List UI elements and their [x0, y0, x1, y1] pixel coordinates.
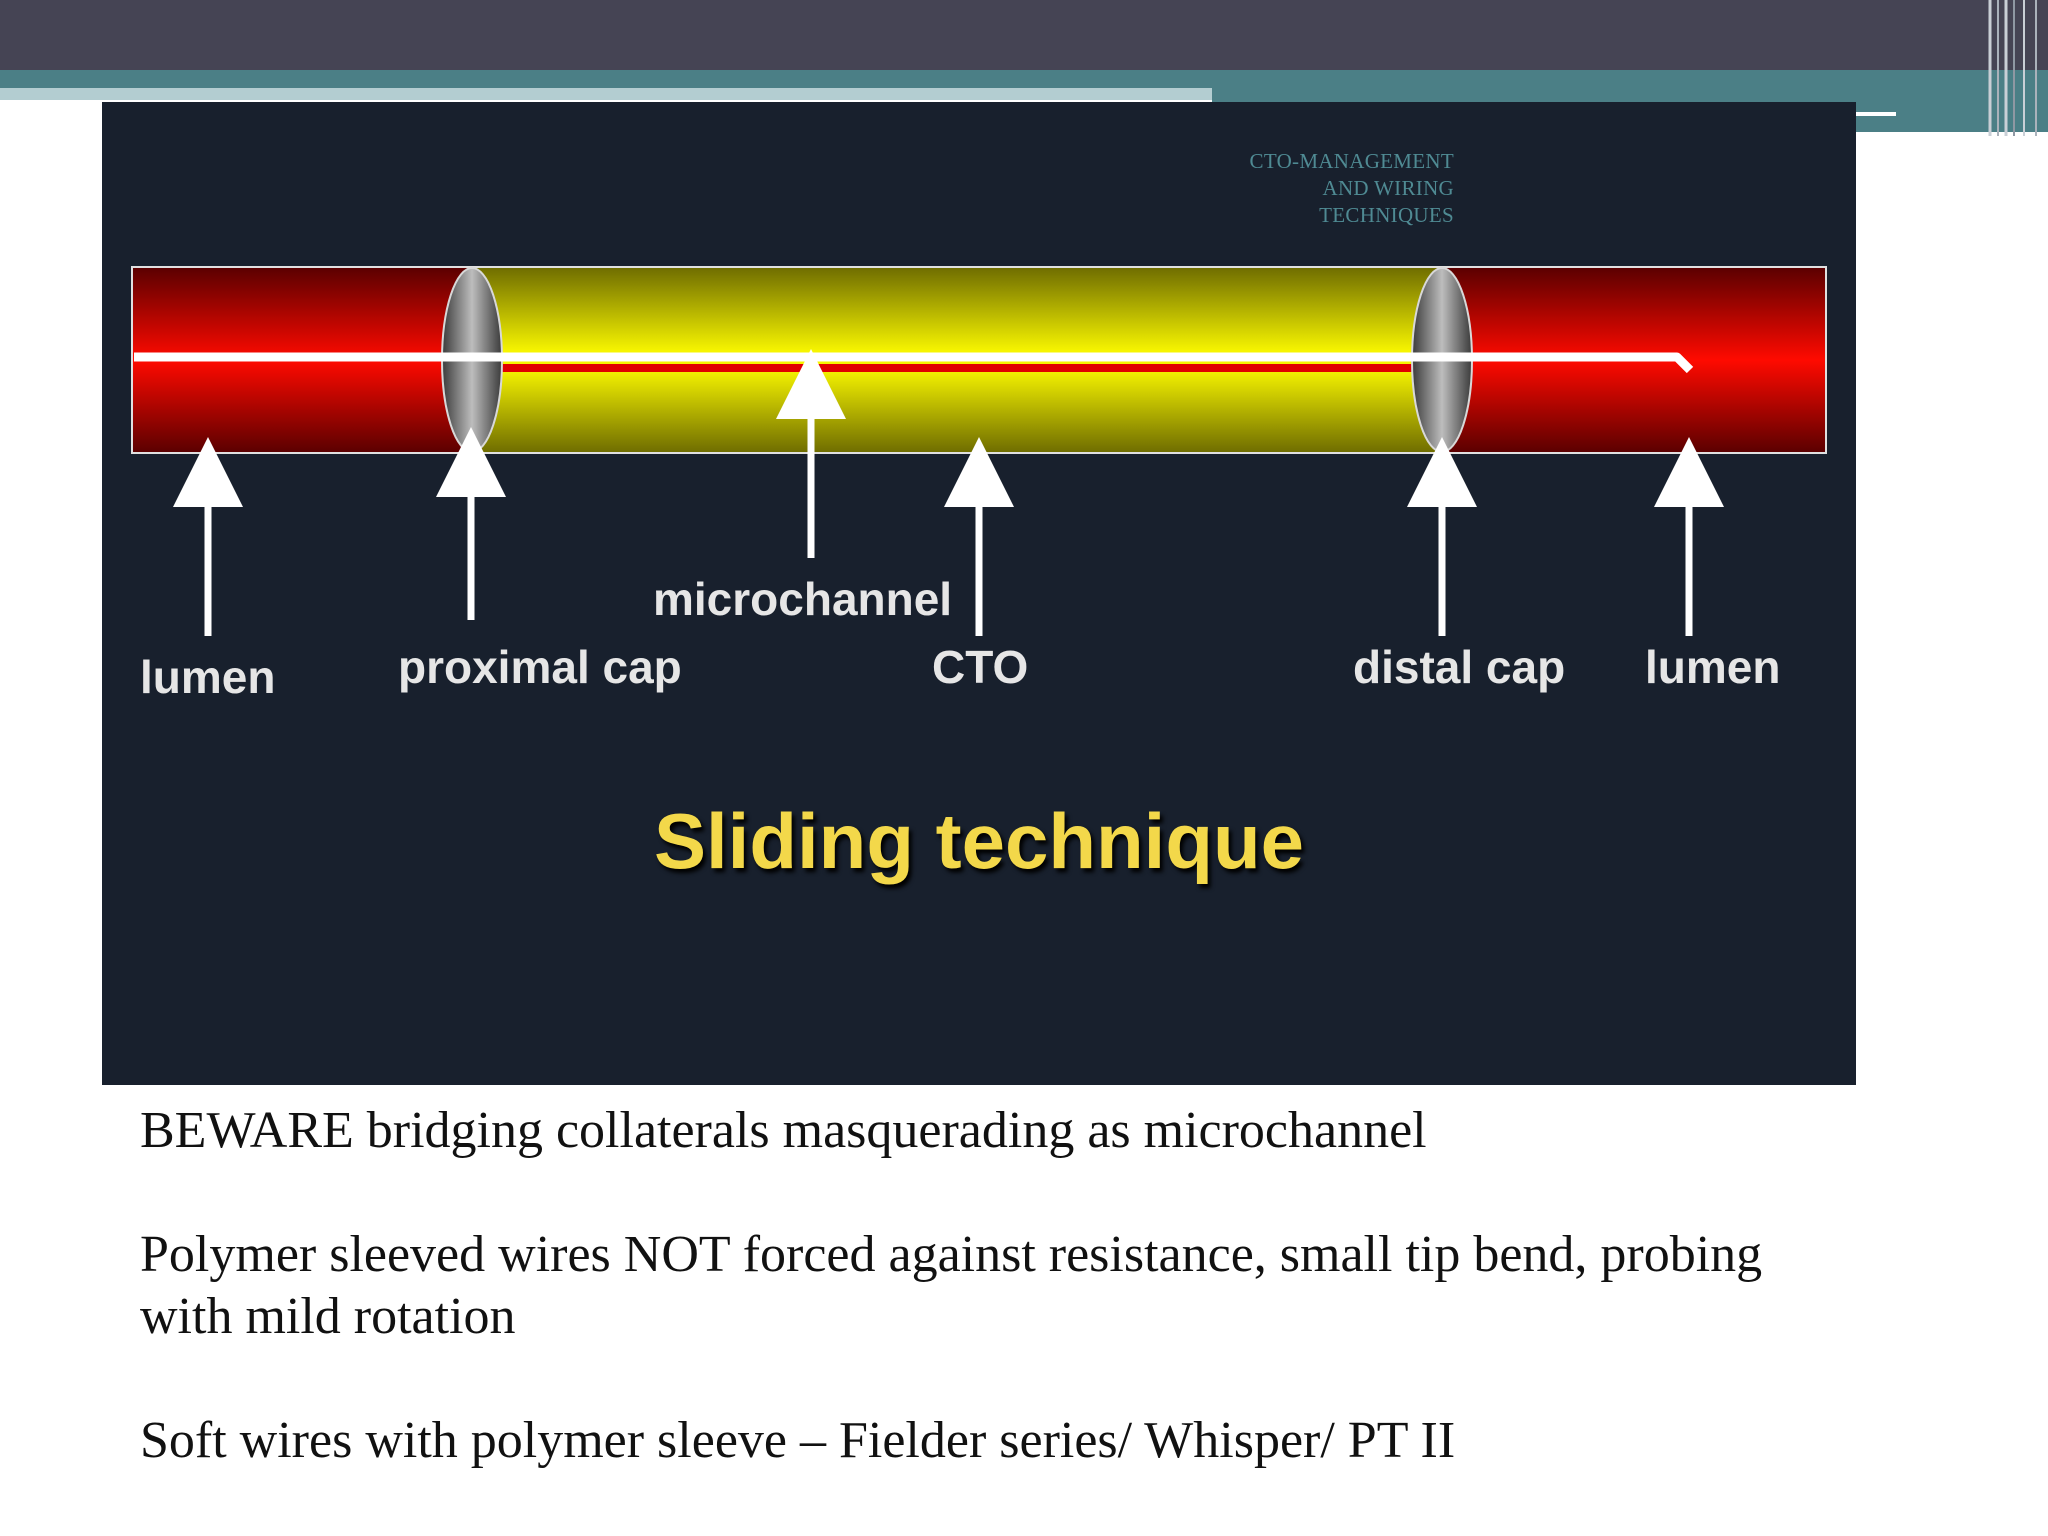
bullet-list: BEWARE bridging collaterals masquerading… [140, 1100, 1940, 1534]
bullet-item: BEWARE bridging collaterals masquerading… [140, 1102, 1427, 1159]
edge-lines-decoration [1988, 0, 2037, 136]
figure-caption: Sliding technique [653, 797, 1304, 885]
label-proximal-cap: proximal cap [398, 641, 682, 693]
header-band-light [0, 88, 1212, 100]
sliding-technique-figure: CTO-MANAGEMENT AND WIRING TECHNIQUES lum… [102, 102, 1856, 1085]
microchannel-path [442, 364, 1472, 372]
label-microchannel: microchannel [653, 573, 953, 625]
guidewire [134, 352, 1694, 374]
vessel-diagram [131, 266, 1827, 636]
label-lumen-left: lumen [140, 651, 276, 703]
label-cto: CTO [932, 641, 1029, 693]
header-band-dark [0, 0, 2048, 70]
label-distal-cap: distal cap [1353, 641, 1566, 693]
figure-title: CTO-MANAGEMENT AND WIRING TECHNIQUES [1249, 149, 1454, 227]
label-lumen-right: lumen [1645, 641, 1781, 693]
bullet-item: Soft wires with polymer sleeve – Fielder… [140, 1412, 1456, 1469]
header-accent-dash [1856, 112, 1896, 116]
bullet-item: Polymer sleeved wires NOT forced against… [140, 1226, 1763, 1345]
